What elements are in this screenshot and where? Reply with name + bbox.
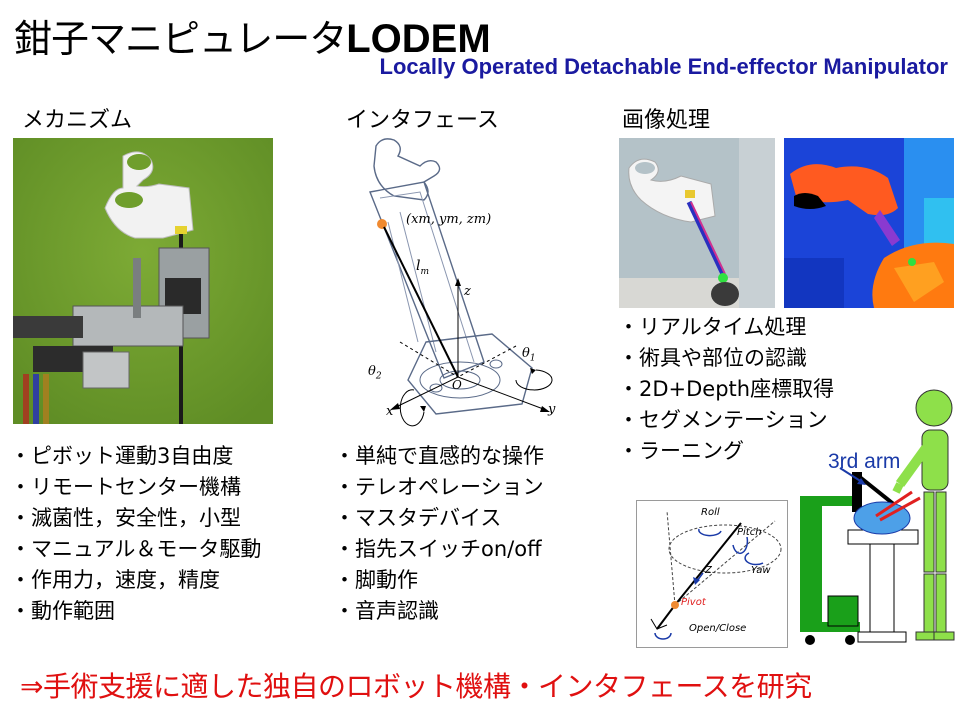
page-subtitle: Locally Operated Detachable End-effector… [379, 54, 948, 79]
footer-conclusion: ⇒手術支援に適した独自のロボット機構・インタフェースを研究 [20, 670, 812, 703]
pivot-motion-diagram: Roll Pitch Yaw Z Pivot Open/Close [636, 500, 788, 648]
surgeon-robot-figure [796, 388, 956, 650]
label-z: Z [705, 565, 712, 576]
list-item: 音声認識 [334, 596, 544, 627]
label-origin: O [452, 378, 462, 392]
mechanism-bullets: ピボット運動3自由度 リモートセンター機構 滅菌性，安全性，小型 マニュアル＆モ… [10, 441, 261, 627]
label-pitch: Pitch [737, 527, 762, 538]
list-item: 動作範囲 [10, 596, 261, 627]
label-open-close: Open/Close [689, 623, 747, 634]
list-item: ピボット運動3自由度 [10, 441, 261, 472]
label-axis-x: x [386, 404, 394, 419]
list-item: 2D+Depth座標取得 [618, 374, 834, 405]
label-theta1: θ1 [522, 346, 536, 364]
label-pivot: Pivot [681, 597, 706, 608]
heading-interface: インタフェース [346, 108, 499, 133]
label-length: lm [416, 258, 430, 277]
list-item: リアルタイム処理 [618, 312, 834, 343]
list-item: 作用力，速度，精度 [10, 565, 261, 596]
label-roll: Roll [701, 507, 720, 518]
title-japanese: 鉗子マニピュレータ [14, 17, 347, 61]
list-item: リモートセンター機構 [10, 472, 261, 503]
list-item: 単純で直感的な操作 [334, 441, 544, 472]
list-item: セグメンテーション [618, 405, 834, 436]
heading-mechanism: メカニズム [22, 108, 133, 133]
image-processing-bullets: リアルタイム処理 術具や部位の認識 2D+Depth座標取得 セグメンテーション… [618, 312, 834, 467]
interface-bullets: 単純で直感的な操作 テレオペレーション マスタデバイス 指先スイッチon/off… [334, 441, 544, 627]
label-theta2: θ2 [368, 364, 382, 382]
interface-diagram: (xm, ym, zm) lm z x y O θ1 θ2 [340, 132, 580, 432]
list-item: テレオペレーション [334, 472, 544, 503]
label-yaw: Yaw [751, 565, 771, 576]
label-axis-y: y [548, 402, 556, 417]
label-tip-position: (xm, ym, zm) [406, 212, 492, 227]
list-item: 滅菌性，安全性，小型 [10, 503, 261, 534]
heading-image-processing: 画像処理 [622, 108, 711, 133]
third-arm-label: 3rd arm [828, 450, 901, 473]
camera-image [619, 138, 775, 308]
title-english: LODEM [346, 17, 491, 61]
list-item: 脚動作 [334, 565, 544, 596]
depth-segmentation-image [784, 138, 954, 308]
page-title: 鉗子マニピュレータLODEM [14, 8, 491, 61]
list-item: 指先スイッチon/off [334, 534, 544, 565]
label-axis-z: z [464, 284, 471, 299]
list-item: 術具や部位の認識 [618, 343, 834, 374]
list-item: マニュアル＆モータ駆動 [10, 534, 261, 565]
list-item: ラーニング [618, 436, 834, 467]
mechanism-photo [13, 138, 273, 424]
list-item: マスタデバイス [334, 503, 544, 534]
